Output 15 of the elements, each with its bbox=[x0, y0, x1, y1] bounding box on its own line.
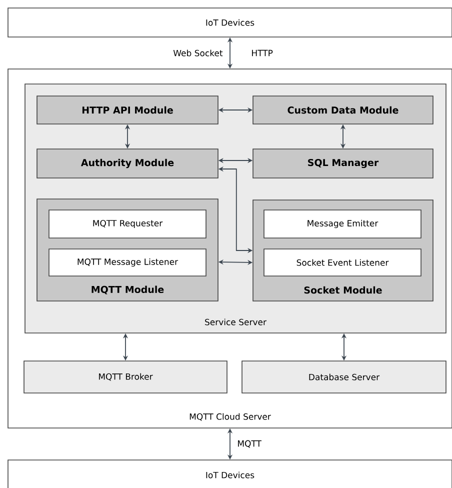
server-box: MQTT Broker bbox=[24, 360, 228, 394]
server-box: Database Server bbox=[242, 360, 446, 394]
protocol-label: HTTP bbox=[252, 50, 273, 56]
device-box: IoT Devices bbox=[8, 8, 452, 38]
component-box: MQTT Requester bbox=[48, 210, 206, 238]
component-box: Message Emitter bbox=[264, 210, 422, 238]
edge-label: MQTT bbox=[236, 439, 262, 449]
edge-label: Web Socket bbox=[172, 48, 224, 58]
component-box: Socket Event Listener bbox=[264, 248, 422, 276]
module-box: SQL Manager bbox=[252, 148, 434, 178]
component-box: MQTT Message Listener bbox=[48, 248, 206, 276]
module-box: Authority Module bbox=[36, 148, 218, 178]
module-box: HTTP API Module bbox=[36, 96, 218, 124]
device-box: IoT Devices bbox=[8, 460, 452, 488]
module-box: Custom Data Module bbox=[252, 96, 434, 124]
